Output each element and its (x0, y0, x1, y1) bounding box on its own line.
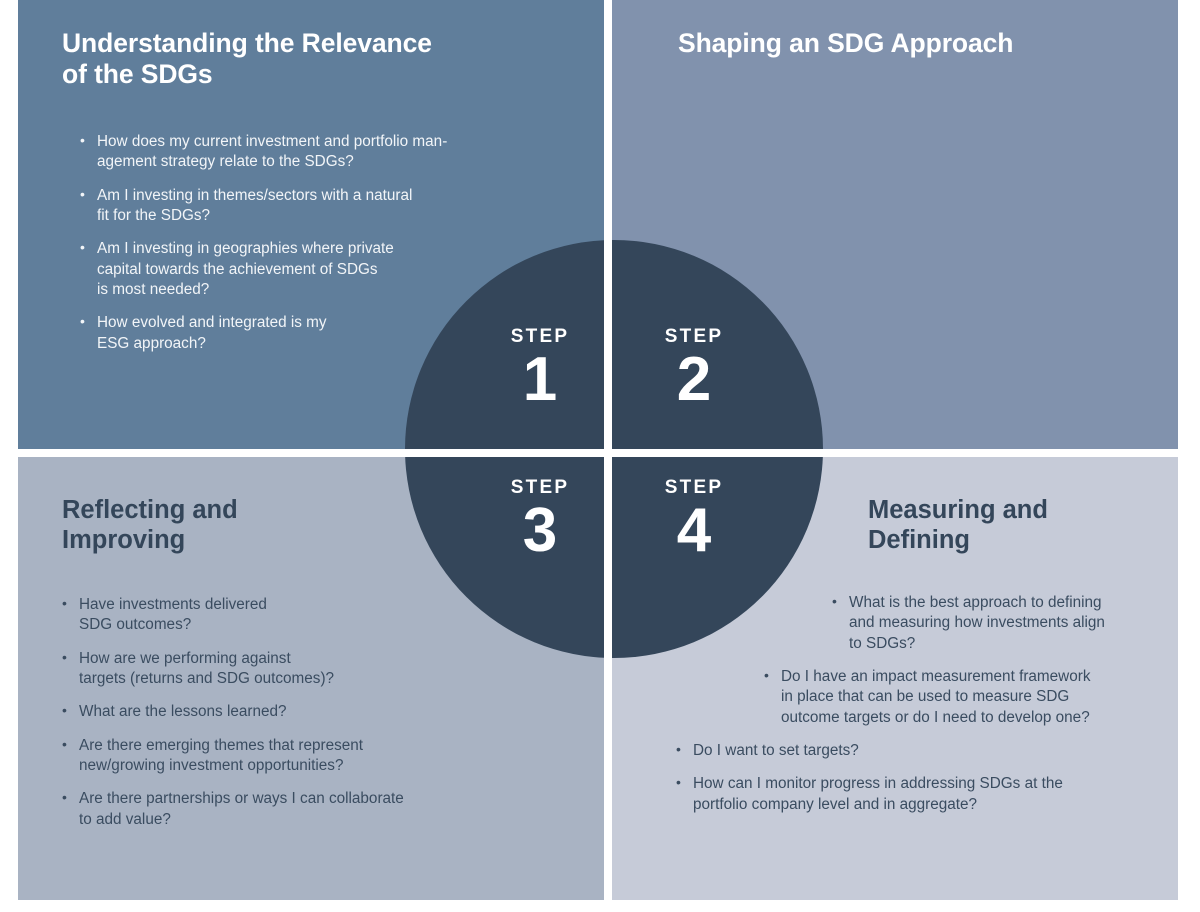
bullet-item: How evolved and integrated is my ESG app… (80, 312, 510, 354)
step-number: 1 (522, 345, 558, 414)
quadrant-3-title: Reflecting and Improving (62, 496, 238, 555)
step-word: STEP (510, 477, 570, 498)
bullet-item: Am I investing in themes/sectors with a … (80, 185, 510, 227)
quadrant-2-title: Shaping an SDG Approach (678, 28, 1014, 58)
step-number: 4 (676, 496, 712, 565)
bullet-item: Do I have an impact measurement framewor… (764, 666, 1166, 728)
bullet-item: What are the lessons learned? (62, 701, 482, 722)
bullet-item: What is the best approach to defining an… (832, 592, 1166, 654)
quadrant-1-title: Understanding the Relevance of the SDGs (62, 28, 432, 90)
bullet-item: Are there emerging themes that represent… (62, 735, 482, 777)
quadrant-1-bullet-list: How does my current investment and portf… (80, 131, 510, 367)
step-number: 2 (676, 345, 712, 414)
bullet-item: How does my current investment and portf… (80, 131, 510, 173)
step-word: STEP (664, 477, 724, 498)
quadrant-4-title: Measuring and Defining (868, 496, 1048, 555)
quadrant-step-1: Understanding the Relevance of the SDGs … (18, 0, 604, 449)
bullet-item: Am I investing in geographies where priv… (80, 238, 510, 300)
step-number: 3 (522, 496, 558, 565)
step-label-2: STEP 2 (634, 327, 754, 411)
bullet-item: Are there partnerships or ways I can col… (62, 788, 482, 830)
bullet-item: How are we performing against targets (r… (62, 648, 482, 690)
bullet-item: How can I monitor progress in addressing… (676, 773, 1166, 815)
step-word: STEP (510, 326, 570, 347)
quadrant-4-bullet-list: What is the best approach to defining an… (676, 592, 1166, 828)
step-label-4: STEP 4 (634, 478, 754, 562)
step-word: STEP (664, 326, 724, 347)
step-label-3: STEP 3 (480, 478, 600, 562)
step-label-1: STEP 1 (480, 327, 600, 411)
quadrant-3-bullet-list: Have investments delivered SDG outcomes?… (62, 594, 482, 843)
bullet-item: Have investments delivered SDG outcomes? (62, 594, 482, 636)
bullet-item: Do I want to set targets? (676, 740, 1166, 761)
